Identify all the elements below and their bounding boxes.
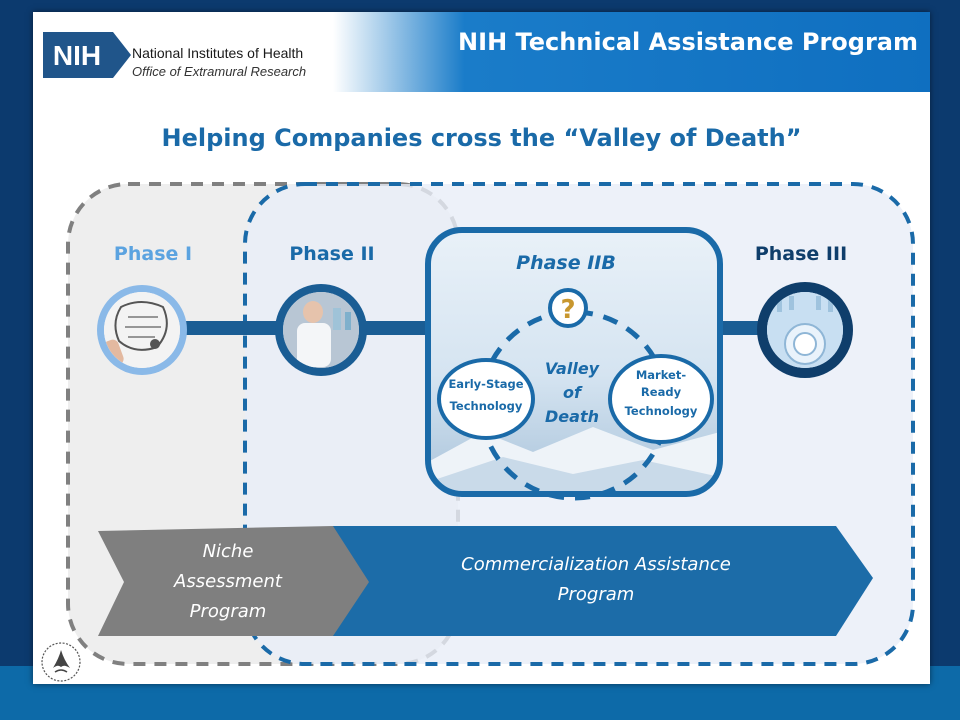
org-subtitle: Office of Extramural Research bbox=[132, 64, 307, 79]
valley-label-line2: of bbox=[563, 383, 583, 402]
phase3-label: Phase III bbox=[755, 243, 847, 265]
early-stage-line1: Early-Stage bbox=[448, 377, 523, 391]
nih-logo-text: NIH bbox=[53, 40, 101, 71]
slide-header: NIH National Institutes of Health Office… bbox=[33, 12, 930, 92]
slide-title: Helping Companies cross the “Valley of D… bbox=[161, 124, 802, 152]
market-ready-line1: Market- bbox=[636, 368, 687, 382]
early-stage-line2: Technology bbox=[450, 399, 523, 413]
hhs-seal-icon bbox=[41, 642, 81, 682]
valley-diagram: ? Early-Stage Technology Market- Ready T… bbox=[66, 182, 915, 666]
phase2-label: Phase II bbox=[289, 243, 374, 265]
org-name: National Institutes of Health bbox=[132, 45, 304, 61]
valley-label-line3: Death bbox=[545, 407, 599, 426]
phase3-circle bbox=[757, 282, 853, 378]
phase2-circle bbox=[275, 284, 367, 376]
early-stage-technology: Early-Stage Technology bbox=[437, 358, 535, 440]
valley-label-line1: Valley bbox=[545, 359, 600, 378]
phase1-circle bbox=[97, 285, 187, 375]
cap-label-line2: Program bbox=[558, 584, 635, 605]
niche-label-line1: Niche bbox=[203, 541, 254, 562]
niche-assessment-program-arrow: Niche Assessment Program bbox=[98, 526, 369, 636]
program-title: NIH Technical Assistance Program bbox=[458, 28, 918, 56]
question-mark: ? bbox=[560, 295, 575, 325]
niche-label-line3: Program bbox=[190, 601, 267, 622]
commercialization-assistance-program-arrow: Commercialization Assistance Program bbox=[333, 526, 873, 636]
unknown-outcome-circle: ? bbox=[548, 288, 588, 328]
nih-logo: NIH bbox=[43, 32, 131, 78]
niche-label-line2: Assessment bbox=[173, 571, 283, 592]
cap-label-line1: Commercialization Assistance bbox=[461, 554, 731, 575]
market-ready-line3: Technology bbox=[625, 404, 698, 418]
slide: NIH National Institutes of Health Office… bbox=[33, 12, 930, 684]
header-blue-band bbox=[333, 12, 930, 92]
phase1-label: Phase I bbox=[114, 243, 192, 265]
market-ready-technology: Market- Ready Technology bbox=[608, 354, 714, 444]
market-ready-line2: Ready bbox=[641, 385, 682, 399]
phase2b-label: Phase IIB bbox=[516, 252, 616, 274]
